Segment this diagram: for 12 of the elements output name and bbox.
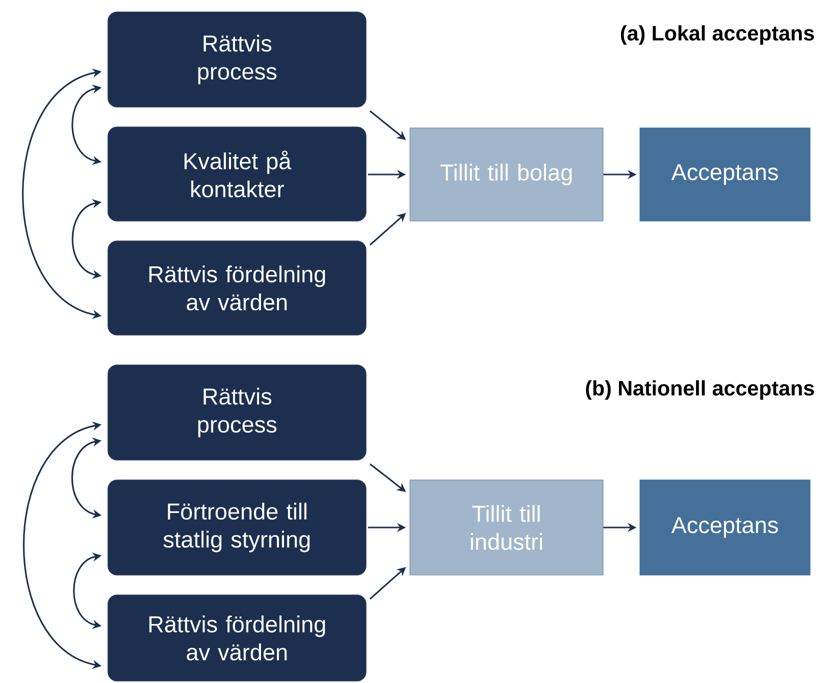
panel-title: (a) Lokal acceptans — [620, 25, 814, 45]
process-box: Tillit till bolag — [410, 128, 604, 222]
process-box: Kvalitet på kontakter — [108, 126, 366, 222]
process-box: Rättvis fördelning av värden — [108, 594, 366, 682]
process-box: Rättvis fördelning av värden — [108, 240, 366, 336]
process-box: Förtroende till statlig styrning — [108, 480, 366, 576]
process-box: Rättvis process — [108, 12, 366, 108]
result-box: Acceptans — [640, 480, 810, 576]
process-box: Rättvis process — [108, 364, 366, 460]
process-box: Tillit till industri — [410, 480, 604, 576]
result-box: Acceptans — [640, 128, 810, 222]
panel-title: (b) Nationell acceptans — [586, 380, 814, 400]
